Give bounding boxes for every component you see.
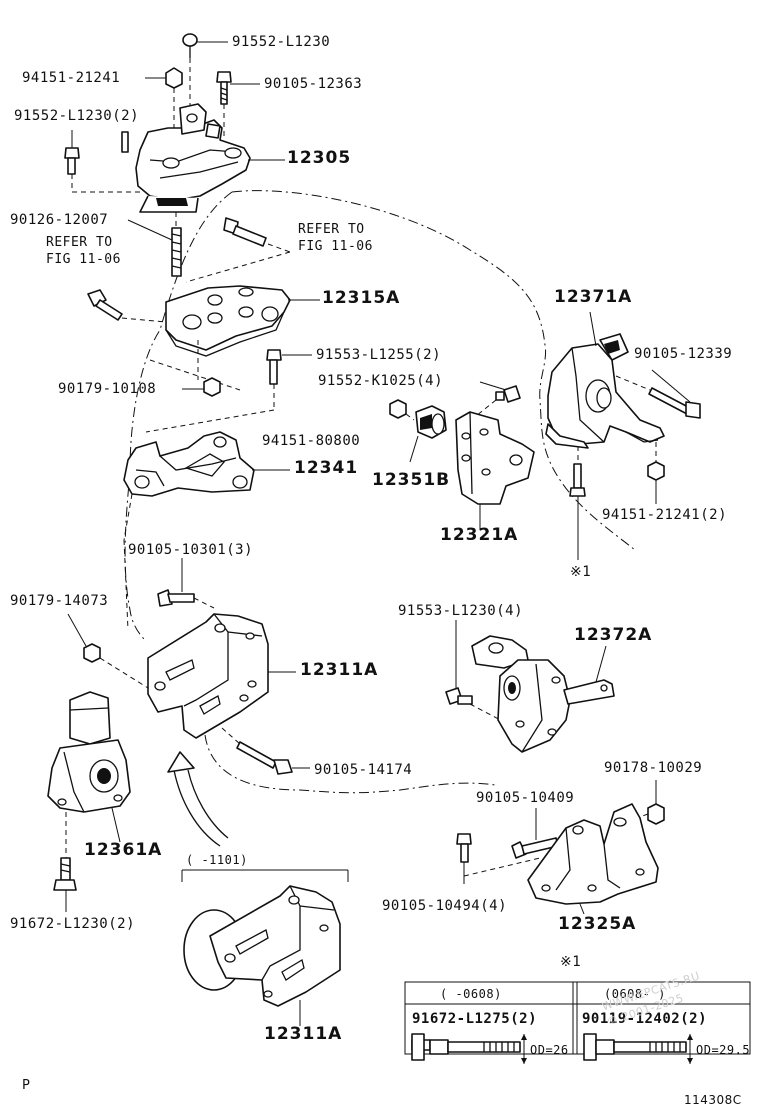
label-12305: 12305 (287, 148, 352, 168)
stud-90126-12007 (127, 212, 182, 277)
label-12315A: 12315A (322, 288, 401, 308)
part-12351B-bushing (409, 405, 447, 463)
bolt-91552-K1025-quad (475, 381, 521, 417)
part-12305-engine-mount-upper (121, 103, 285, 213)
label-12311A: 12311A (300, 660, 379, 680)
label-90126-12007: 90126-12007 (10, 212, 109, 228)
label-91553-L1255: 91553-L1255(2) (316, 347, 442, 363)
bolt-refer-left (87, 289, 167, 323)
table-period-col2: (0608- ) (604, 987, 666, 1001)
bolt-variant-table-frame (404, 981, 751, 1055)
refer-note-right-line1: REFER TO (298, 222, 365, 237)
nut-94151-21241-pair (647, 442, 665, 504)
bolt-90105-10301-triple (157, 558, 215, 609)
label-90179-10108: 90179-10108 (58, 381, 157, 397)
engine-outline-phantom-left (124, 191, 233, 641)
bolt-note-1 (569, 446, 586, 560)
part-12325A-bracket (527, 803, 659, 915)
part-12311A-bracket (147, 613, 296, 739)
bolt-91553-L1255-pair (145, 349, 312, 433)
bolt-90105-12363 (216, 71, 260, 140)
inset-bracket-frame (181, 869, 349, 882)
inset-period-label: ( -1101) (186, 853, 248, 867)
label-90105-12363: 90105-12363 (264, 76, 363, 92)
label-12372A: 12372A (574, 625, 653, 645)
label-12371A: 12371A (554, 287, 633, 307)
part-12311A-bracket-alt (183, 885, 341, 1026)
label-90179-14073: 90179-14073 (10, 593, 109, 609)
page-marker: P (22, 1078, 31, 1093)
nut-94151-80800 (389, 399, 415, 421)
label-90105-14174: 90105-14174 (314, 762, 413, 778)
part-12372A-mount (471, 635, 615, 753)
label-12361A: 12361A (84, 840, 163, 860)
table-period-col1: ( -0608) (440, 987, 502, 1001)
refer-note-left: REFER TO FIG 11-06 (46, 234, 121, 268)
part-12315A-bracket (149, 285, 320, 391)
bolt-91552-L1230 (182, 33, 228, 105)
refer-note-left-line2: FIG 11-06 (46, 252, 121, 267)
label-91552-L1230-2: 91552-L1230(2) (14, 108, 140, 124)
part-12371A-mount (545, 311, 665, 449)
label-12341: 12341 (294, 458, 359, 478)
bolt-91672-L1230-pair (53, 857, 77, 912)
label-94151-21241: 94151-21241 (22, 70, 121, 86)
table-part-col2: 90119-12402(2) (582, 1011, 708, 1027)
part-12341-bracket (123, 431, 290, 631)
bolt-refer-right (185, 217, 291, 283)
bolt-drawing-90119-12402 (583, 1033, 693, 1064)
label-90105-10494: 90105-10494(4) (382, 898, 508, 914)
note-mark-1-upper: ※1 (570, 564, 592, 580)
refer-note-right-line2: FIG 11-06 (298, 239, 373, 254)
table-dim-col2: OD=29.5 (696, 1043, 751, 1057)
direction-arrow (167, 751, 229, 847)
label-90178-10029: 90178-10029 (604, 760, 703, 776)
transmission-outline-phantom (204, 734, 496, 794)
bolt-90105-14174 (221, 727, 310, 775)
table-part-col1: 91672-L1275(2) (412, 1011, 538, 1027)
part-12361A-mount (47, 691, 131, 858)
bolt-91552-L1230-pair (64, 130, 140, 193)
bolt-drawing-91672-L1275 (411, 1033, 527, 1064)
nut-90179-14073 (67, 613, 149, 689)
nut-90179-10108 (182, 377, 221, 397)
bolt-90105-12339 (615, 369, 701, 419)
label-90105-10409: 90105-10409 (476, 790, 575, 806)
bolt-90105-10494-quad (456, 833, 541, 884)
part-12321A-bracket (455, 411, 535, 530)
table-dim-col1: OD=26 (530, 1043, 569, 1057)
figure-code: 114308C (684, 1093, 742, 1107)
label-12325A: 12325A (558, 914, 637, 934)
label-90105-12339: 90105-12339 (634, 346, 733, 362)
label-91553-L1230: 91553-L1230(4) (398, 603, 524, 619)
label-12321A: 12321A (440, 525, 519, 545)
bolt-91553-L1230-quad (445, 620, 509, 725)
label-90105-10301: 90105-10301(3) (128, 542, 254, 558)
label-94151-21241-2: 94151-21241(2) (602, 507, 728, 523)
nut-94151-21241 (145, 67, 183, 140)
note-mark-1-table: ※1 (560, 954, 582, 970)
label-94151-80800: 94151-80800 (262, 433, 361, 449)
refer-note-left-line1: REFER TO (46, 235, 113, 250)
label-91552-K1025: 91552-K1025(4) (318, 373, 444, 389)
label-91552-L1230: 91552-L1230 (232, 34, 331, 50)
refer-note-right: REFER TO FIG 11-06 (298, 221, 373, 255)
label-91672-L1230: 91672-L1230(2) (10, 916, 136, 932)
engine-outline-phantom (231, 190, 636, 551)
label-12351B: 12351B (372, 470, 451, 490)
label-12311A-alt: 12311A (264, 1024, 343, 1044)
